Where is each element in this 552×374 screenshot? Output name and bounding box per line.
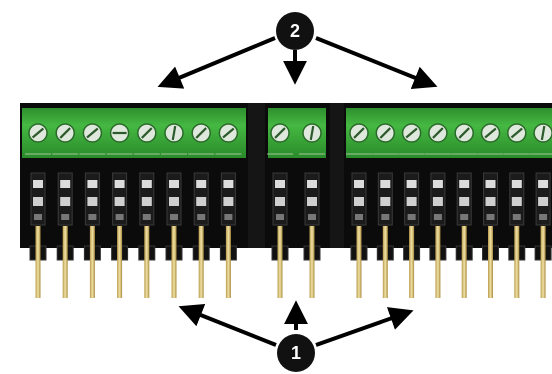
header-pin-icon	[455, 226, 473, 298]
screw-terminal-icon	[28, 123, 48, 143]
screw-terminal-icon	[480, 123, 501, 143]
screw-terminal-icon	[137, 123, 157, 143]
component-body	[404, 172, 420, 226]
header-pin-icon	[534, 226, 552, 298]
header-pin-icon	[271, 226, 289, 298]
header-pin-icon	[482, 226, 499, 298]
component-body	[272, 172, 288, 226]
screw-terminal-icon	[270, 123, 290, 143]
header-pin-icon	[83, 226, 101, 298]
screw-terminal-icon	[349, 123, 369, 143]
component-body	[535, 172, 551, 226]
screw-terminal-icon	[302, 123, 322, 143]
arrow-2-right	[315, 36, 438, 89]
component-body	[84, 172, 100, 226]
header-pin-icon	[56, 226, 74, 298]
component-body	[509, 172, 525, 226]
board-gap	[248, 103, 265, 248]
header-pin-icon	[429, 226, 447, 298]
screw-terminal-icon	[164, 123, 184, 143]
arrow-1-left	[178, 303, 277, 347]
screw-terminal-icon	[375, 123, 396, 143]
component-body	[166, 172, 182, 226]
component-body	[430, 172, 446, 226]
callout-1-label: 1	[290, 343, 301, 363]
arrow-2-left	[157, 36, 276, 89]
header-pin-icon	[29, 226, 47, 298]
component-body	[139, 172, 155, 226]
header-pin-icon	[219, 226, 237, 298]
screw-terminal-icon	[109, 123, 130, 143]
arrow-1-right	[315, 307, 414, 347]
header-pin-icon	[403, 226, 421, 298]
screw-terminal-icon	[401, 123, 422, 143]
header-pin-icon	[508, 226, 526, 298]
header-pin-icon	[138, 226, 156, 298]
header-pin-icon	[350, 226, 368, 298]
screw-terminal-icon	[533, 123, 552, 143]
component-body	[456, 172, 472, 226]
header-pin-icon	[303, 226, 321, 298]
board-gap-2	[330, 103, 344, 248]
callout-2-badge: 2	[276, 12, 314, 50]
callout-1-badge: 1	[277, 334, 315, 372]
screw-terminal-icon	[507, 123, 527, 143]
header-pin-icon	[111, 226, 129, 298]
component-body	[377, 172, 393, 226]
component-body	[30, 172, 46, 226]
header-pin-icon	[192, 226, 210, 298]
component-body	[220, 172, 236, 226]
component-body	[351, 172, 367, 226]
screw-terminal-icon	[218, 123, 239, 143]
component-body	[304, 172, 320, 226]
screw-terminal-icon	[428, 123, 448, 143]
component-body	[483, 172, 498, 226]
screw-terminal-icon	[191, 123, 211, 143]
screw-terminal-icon	[55, 123, 75, 143]
component-body	[112, 172, 128, 226]
component-body	[57, 172, 73, 226]
component-body	[193, 172, 209, 226]
screw-terminal-icon	[82, 123, 103, 143]
header-pin-icon	[165, 226, 183, 298]
screw-terminal-icon	[454, 123, 474, 143]
header-pin-icon	[376, 226, 394, 298]
callout-2-label: 2	[289, 21, 300, 41]
